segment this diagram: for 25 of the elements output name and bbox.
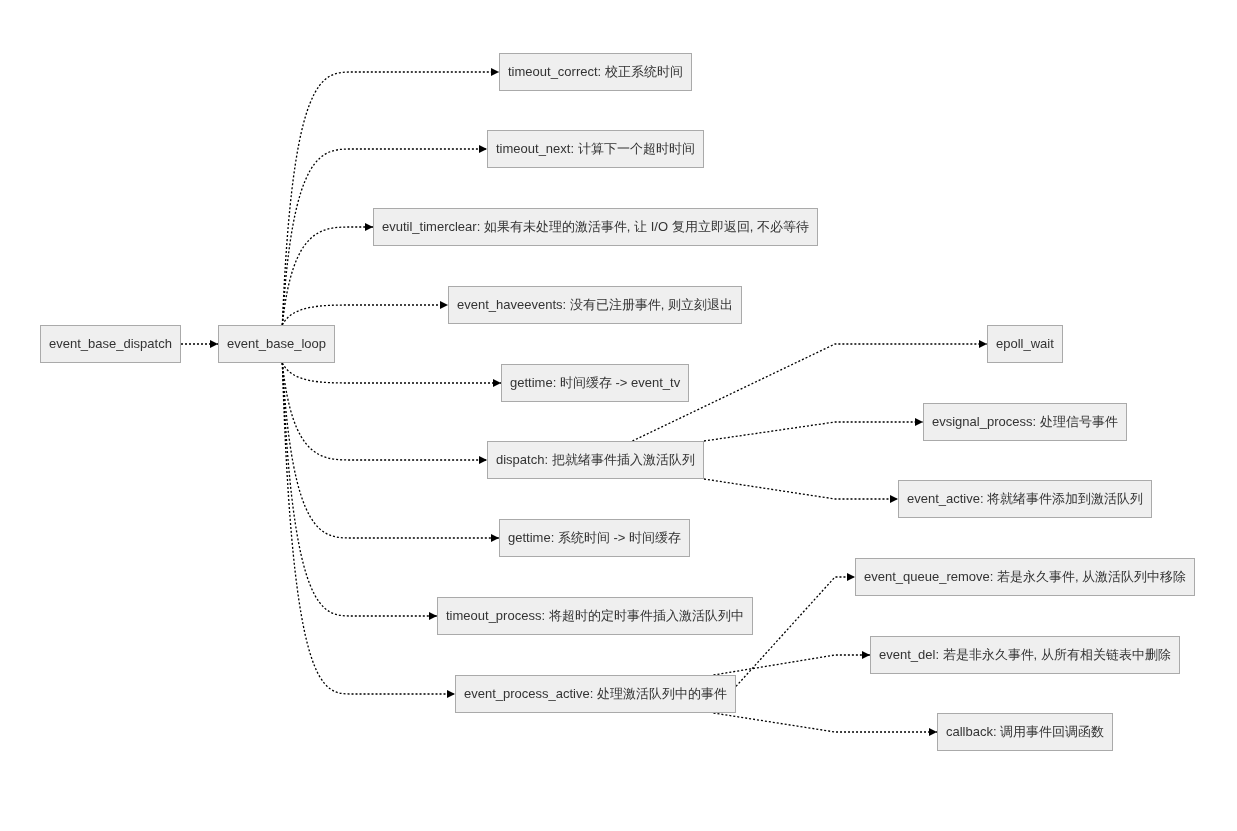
arrow — [180, 340, 219, 348]
process-box: gettime: 时间缓存 -> event_tv — [501, 364, 690, 402]
process-box: timeout_correct: 校正系统时间 — [499, 53, 692, 91]
arrow — [281, 362, 456, 698]
process-box: evutil_timerclear: 如果有未处理的激活事件, 让 I/O 复用立即返回, 不必等待 — [373, 208, 818, 246]
process-box: event_queue_remove: 若是永久事件, 从激活队列中移除 — [855, 558, 1196, 596]
arrow — [735, 573, 856, 688]
arrow — [703, 478, 899, 503]
process-box: event_haveevents: 没有已注册事件, 则立刻退出 — [448, 286, 742, 324]
process-box: timeout_next: 计算下一个超时时间 — [487, 130, 704, 168]
process-box: event_base_dispatch — [40, 325, 181, 363]
process-box: event_del: 若是非永久事件, 从所有相关链表中删除 — [870, 636, 1180, 674]
process-box: evsignal_process: 处理信号事件 — [923, 403, 1127, 441]
process-box: event_base_loop — [218, 325, 336, 363]
process-box: gettime: 系统时间 -> 时间缓存 — [499, 519, 690, 557]
process-box: epoll_wait — [987, 325, 1063, 363]
process-box: event_active: 将就绪事件添加到激活队列 — [898, 480, 1153, 518]
process-box: dispatch: 把就绪事件插入激活队列 — [487, 441, 704, 479]
process-box: event_process_active: 处理激活队列中的事件 — [455, 675, 736, 713]
arrow — [281, 362, 502, 387]
arrow — [703, 418, 924, 442]
arrow — [281, 301, 449, 326]
process-box: callback: 调用事件回调函数 — [937, 713, 1114, 751]
process-box: timeout_process: 将超时的定时事件插入激活队列中 — [437, 597, 753, 635]
arrow — [631, 340, 988, 442]
